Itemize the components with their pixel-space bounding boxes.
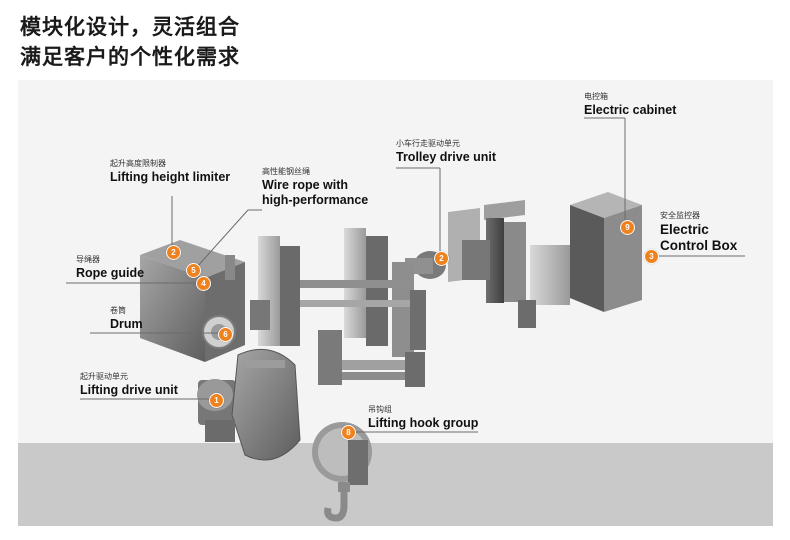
label-en-line1: Electric (660, 222, 709, 237)
label-en: Rope guide (76, 266, 145, 280)
label-cn: 起升高度限制器 (110, 159, 166, 168)
label-en: Lifting height limiter (110, 170, 231, 184)
floor-band (18, 443, 773, 526)
label-cn: 安全监控器 (660, 211, 700, 220)
label-lifting-height-limiter: 起升高度限制器 Lifting height limiter (110, 158, 230, 185)
label-en: Trolley drive unit (396, 150, 497, 164)
label-en: Lifting hook group (368, 416, 479, 430)
label-cn: 小车行走驱动单元 (396, 139, 460, 148)
label-cn: 高性能钢丝绳 (262, 167, 310, 176)
label-en-line2: high-performance (262, 193, 369, 207)
trolley-frame-shape (405, 200, 570, 328)
headline-line-2: 满足客户的个性化需求 (20, 45, 240, 69)
label-trolley-drive-unit: 小车行走驱动单元 Trolley drive unit (396, 138, 496, 165)
headline-line-1: 模块化设计，灵活组合 (20, 15, 240, 39)
label-wire-rope: 高性能钢丝绳 Wire rope with high-performance (262, 166, 368, 208)
badge-5-wire-rope: 5 (186, 263, 201, 278)
headline: 模块化设计，灵活组合 满足客户的个性化需求 (20, 12, 240, 72)
badge-3-control-box: 3 (644, 249, 659, 264)
badge-2-trolley: 2 (434, 251, 449, 266)
badge-2-height-limiter: 2 (166, 245, 181, 260)
trolley-side-frames-shape (250, 228, 426, 387)
label-cn: 卷筒 (110, 306, 126, 315)
badge-1-lifting-drive: 1 (209, 393, 224, 408)
label-lifting-drive-unit: 起升驱动单元 Lifting drive unit (80, 371, 178, 398)
label-electric-control-box: 安全监控器 Electric Control Box (660, 210, 737, 254)
badge-8-hook: 8 (341, 425, 356, 440)
label-rope-guide: 导绳器 Rope guide (76, 254, 144, 281)
label-en-line2: Control Box (660, 238, 738, 253)
label-lifting-hook-group: 吊钩组 Lifting hook group (368, 404, 478, 431)
label-cn: 电控箱 (584, 92, 608, 101)
label-en-line1: Wire rope with (262, 178, 349, 192)
lifting-hook-shape (312, 422, 372, 522)
badge-4-rope-guide: 4 (196, 276, 211, 291)
badge-9-cabinet: 9 (620, 220, 635, 235)
label-cn: 导绳器 (76, 255, 100, 264)
label-cn: 起升驱动单元 (80, 372, 128, 381)
label-drum: 卷筒 Drum (110, 305, 143, 332)
label-en: Electric cabinet (584, 103, 677, 117)
badge-6-drum: 6 (218, 327, 233, 342)
label-electric-cabinet: 电控箱 Electric cabinet (584, 91, 676, 118)
label-cn: 吊钩组 (368, 405, 392, 414)
label-en: Lifting drive unit (80, 383, 178, 397)
label-en: Drum (110, 317, 143, 331)
